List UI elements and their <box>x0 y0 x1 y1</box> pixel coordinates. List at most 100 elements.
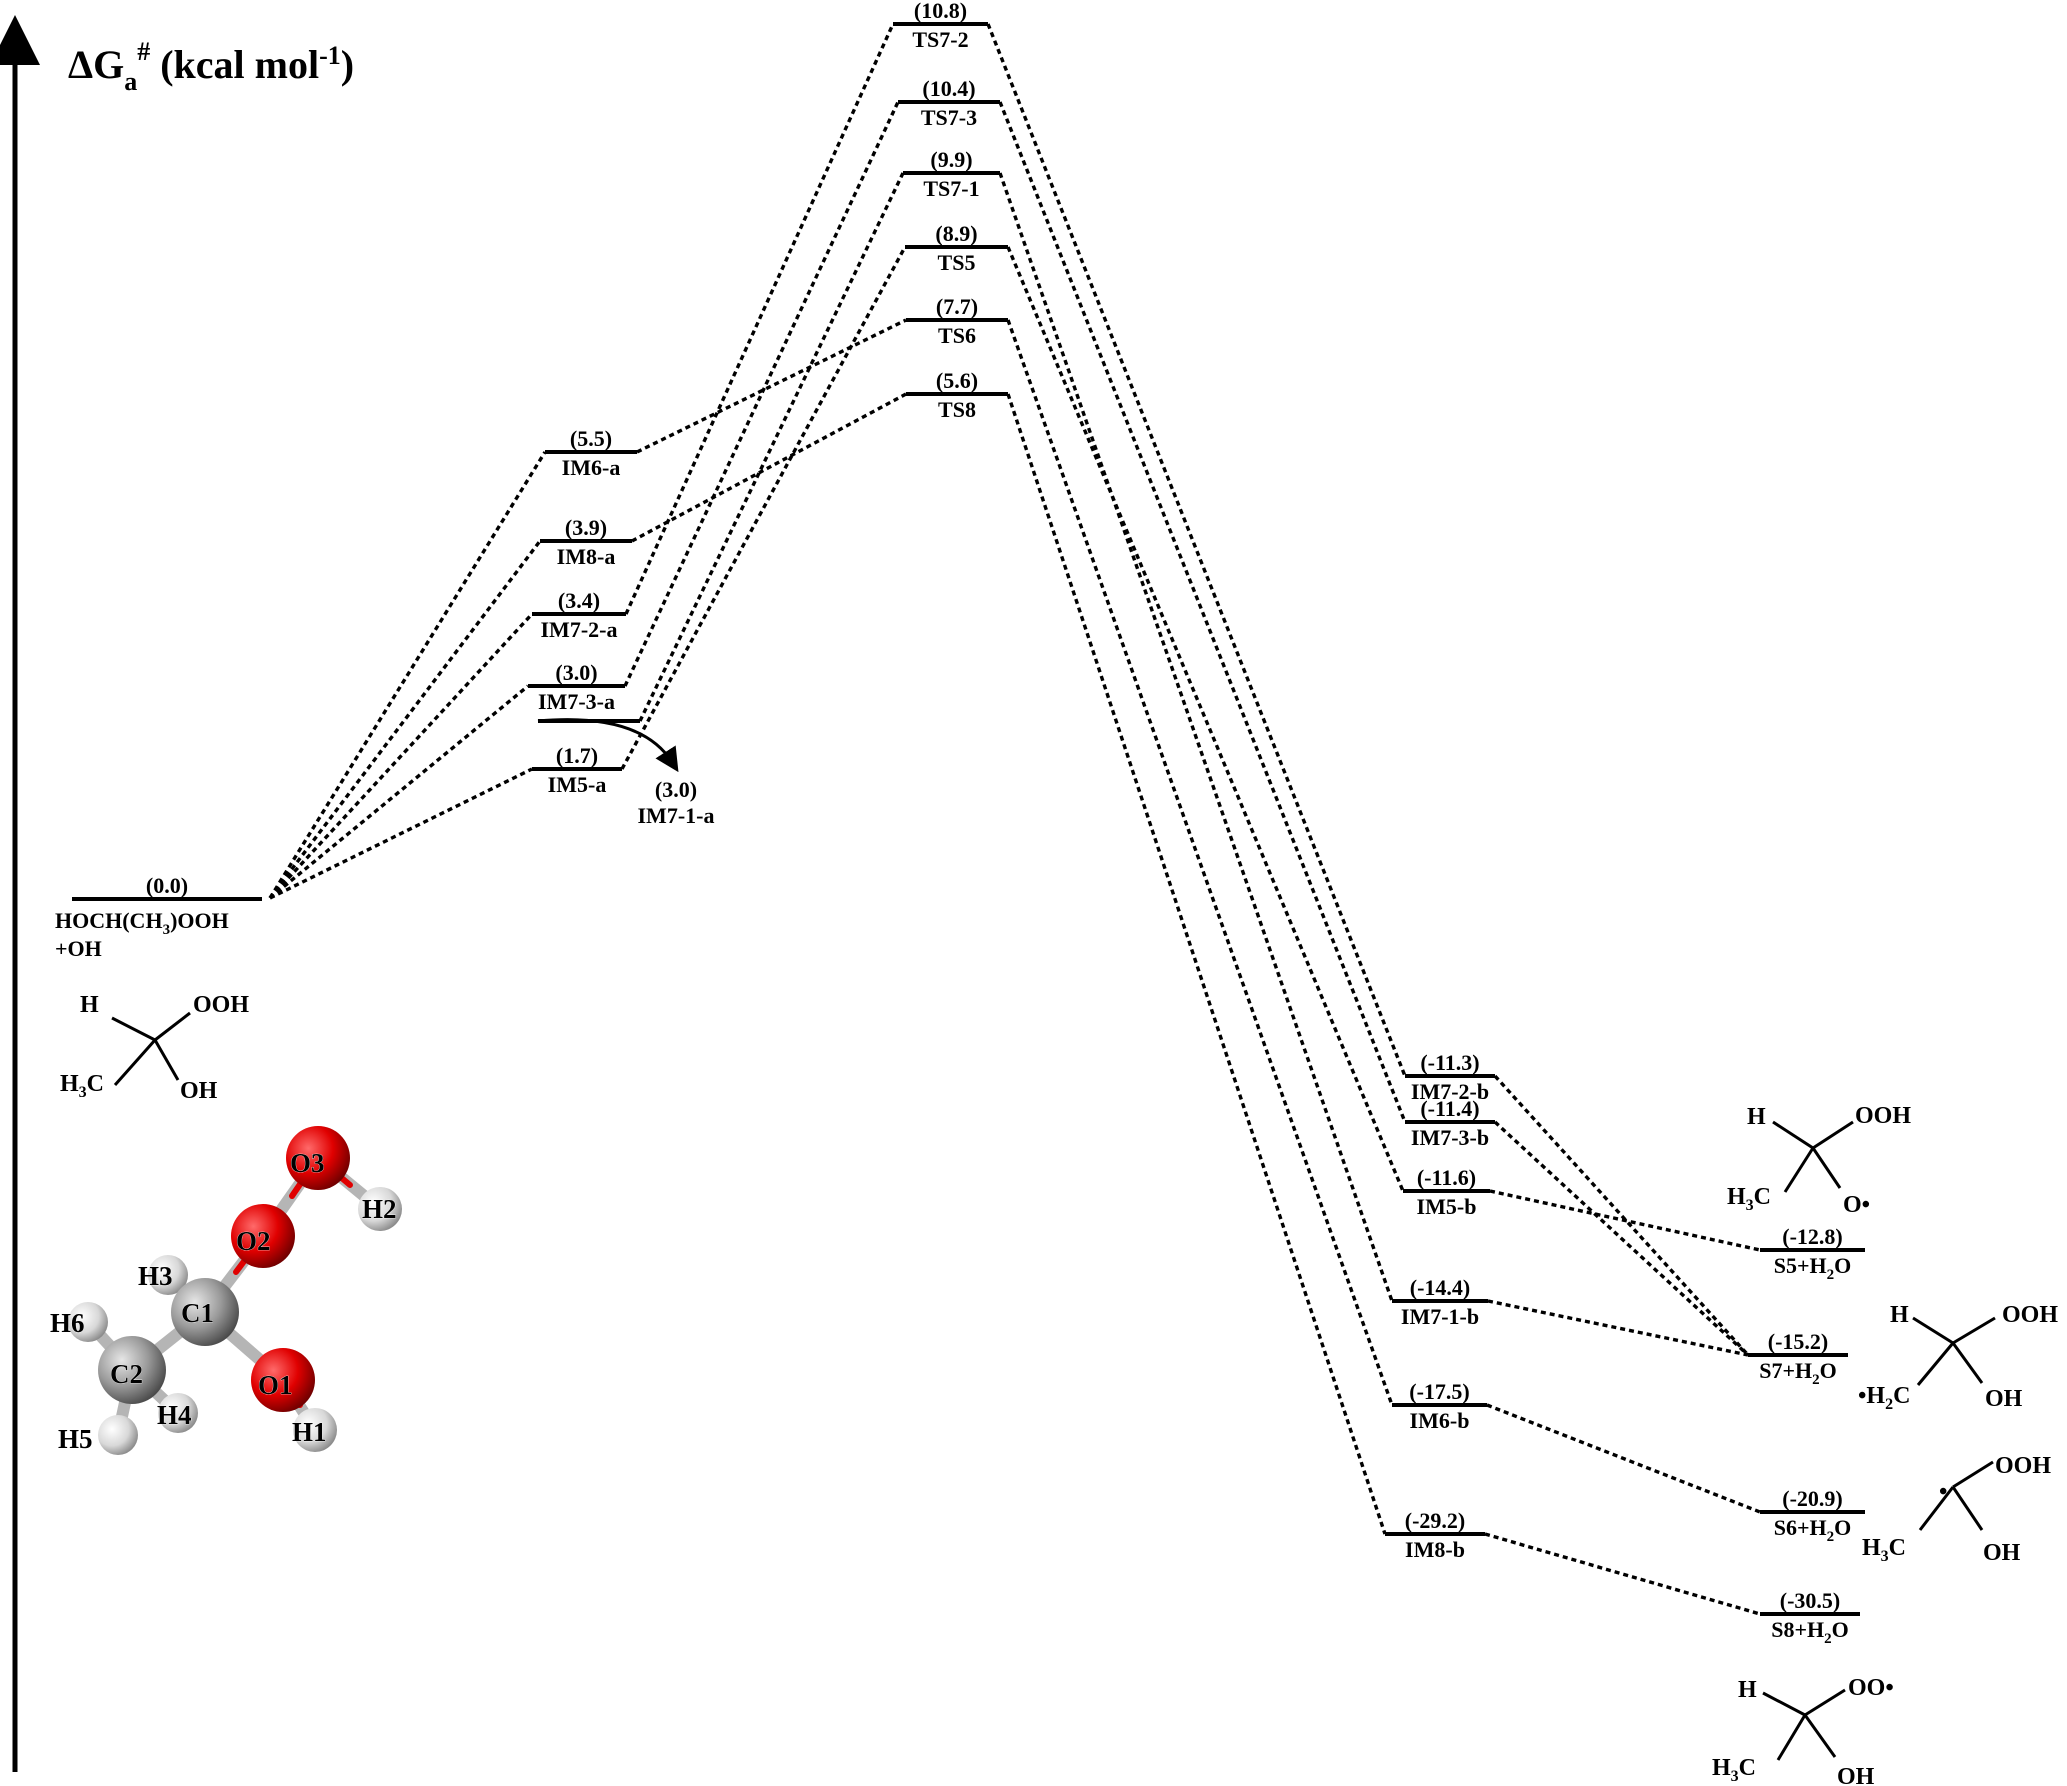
path-IM72a-to-TS72 <box>624 23 895 615</box>
atom-label-o3: O3 <box>290 1148 325 1178</box>
s7-ooh: OOH <box>2002 1302 2058 1328</box>
s8-oo-radical: OO• <box>1848 1675 1894 1701</box>
reactant-h3c: H3C <box>60 1071 104 1101</box>
level-name-im8a: IM8-a <box>557 544 616 569</box>
level-name-im71b: IM7-1-b <box>1401 1304 1479 1329</box>
level-name-im73b: IM7-3-b <box>1411 1125 1489 1150</box>
path-TS5-to-IM5b <box>1006 246 1405 1192</box>
path-IM73a-to-TS73 <box>623 101 900 687</box>
level-value-im73b: (-11.4) <box>1420 1096 1479 1121</box>
level-value-ts6: (7.7) <box>936 294 978 319</box>
s7-oh: OH <box>1985 1386 2023 1412</box>
path-TS8-to-IM8b <box>1006 393 1387 1535</box>
y-axis-label: ΔGa# (kcal mol-1) <box>68 37 354 96</box>
level-name-im5a: IM5-a <box>548 772 607 797</box>
level-value-ts8: (5.6) <box>936 368 978 393</box>
atom-h6 <box>68 1302 108 1342</box>
level-value-r: (0.0) <box>146 873 188 898</box>
level-value-im6a: (5.5) <box>570 426 612 451</box>
level-name-ts73: TS7-3 <box>921 105 977 130</box>
reaction-paths <box>268 23 1761 1616</box>
path-IM72b-to-S7 <box>1493 1074 1750 1357</box>
atom-label-h5: H5 <box>58 1424 93 1454</box>
atom-label-c1: C1 <box>181 1298 214 1328</box>
path-R-to-IM72a <box>268 612 534 900</box>
s5-o-radical: O• <box>1843 1192 1870 1218</box>
level-name-s5: S5+H2O <box>1774 1253 1852 1283</box>
level-name-s7: S7+H2O <box>1759 1358 1837 1388</box>
path-TS73-to-IM73b <box>998 101 1407 1123</box>
level-value-im6b: (-17.5) <box>1409 1379 1469 1404</box>
reactant-structure: H OOH H3C OH <box>60 992 249 1104</box>
level-name-im71a: IM7-1-a <box>638 803 715 828</box>
s7-structure: H OOH •H2C OH <box>1858 1302 2058 1413</box>
atom-c2 <box>98 1336 166 1404</box>
path-IM71b-to-S7 <box>1487 1299 1749 1357</box>
path-IM6a-to-TS6 <box>636 318 907 454</box>
level-name-im72a: IM7-2-a <box>541 617 618 642</box>
level-name-ts72: TS7-2 <box>912 27 968 52</box>
atom-h5 <box>98 1415 138 1455</box>
atom-h1 <box>293 1408 337 1452</box>
level-value-im73a: (3.0) <box>555 660 597 685</box>
level-name-im72b: IM7-2-b <box>1411 1079 1489 1104</box>
path-IM5b-to-S5 <box>1489 1189 1761 1252</box>
level-value-s8: (-30.5) <box>1780 1588 1840 1613</box>
path-TS6-to-IM6b <box>1006 319 1394 1406</box>
path-IM73b-to-S7 <box>1493 1120 1750 1357</box>
level-name-s8: S8+H2O <box>1771 1617 1849 1647</box>
level-value-ts73: (10.4) <box>922 76 975 101</box>
path-R-to-IM6a <box>268 451 547 899</box>
level-name-ts8: TS8 <box>938 397 976 422</box>
level-value-im5a: (1.7) <box>556 743 598 768</box>
level-value-im72a: (3.4) <box>558 588 600 613</box>
reactant-oh: OH <box>180 1078 218 1104</box>
level-name-s6: S6+H2O <box>1774 1515 1852 1545</box>
atom-label-h4: H4 <box>157 1400 192 1430</box>
level-value-s7: (-15.2) <box>1768 1329 1828 1354</box>
level-value-im72b: (-11.3) <box>1420 1050 1479 1075</box>
path-TS72-to-IM72b <box>986 23 1407 1077</box>
s6-structure: • OOH H3C OH <box>1862 1453 2051 1566</box>
path-IM8a-to-TS8 <box>631 392 907 543</box>
atom-label-h6: H6 <box>50 1308 85 1338</box>
level-value-s5: (-12.8) <box>1782 1224 1842 1249</box>
s7-h: H <box>1890 1302 1909 1328</box>
level-name-im5b: IM5-b <box>1417 1194 1477 1219</box>
s6-oh: OH <box>1983 1540 2021 1566</box>
level-value-im8a: (3.9) <box>565 515 607 540</box>
s6-radical-dot: • <box>1939 1479 1947 1505</box>
level-name-im8b: IM8-b <box>1405 1537 1465 1562</box>
atom-label-o1: O1 <box>258 1370 293 1400</box>
level-name-reactant-oh: +OH <box>55 936 102 961</box>
atom-h2 <box>358 1187 402 1231</box>
atom-o2 <box>231 1204 295 1268</box>
s5-structure: H OOH H3C O• <box>1727 1103 1911 1218</box>
path-IM5a-to-TS5 <box>620 246 907 770</box>
s6-h3c: H3C <box>1862 1535 1906 1565</box>
atom-label-o2: O2 <box>236 1226 271 1256</box>
level-name-im6a: IM6-a <box>562 455 621 480</box>
atom-label-c2: C2 <box>110 1359 143 1389</box>
atom-h4 <box>158 1393 198 1433</box>
reactant-h: H <box>80 992 99 1018</box>
atom-o1 <box>251 1348 315 1412</box>
level-value-ts71: (9.9) <box>930 147 972 172</box>
atom-c1 <box>171 1278 239 1346</box>
atom-label-h1: H1 <box>292 1417 327 1447</box>
atom-label-h2: H2 <box>362 1194 397 1224</box>
atom-o3 <box>286 1126 350 1190</box>
level-value-im5b: (-11.6) <box>1417 1165 1476 1190</box>
s5-h: H <box>1747 1104 1766 1130</box>
s5-ooh: OOH <box>1855 1103 1911 1129</box>
path-TS71-to-IM71b <box>998 172 1394 1302</box>
level-value-im71b: (-14.4) <box>1410 1275 1470 1300</box>
s8-oh: OH <box>1837 1764 1875 1786</box>
s8-h: H <box>1738 1677 1757 1703</box>
level-value-im8b: (-29.2) <box>1405 1508 1465 1533</box>
molecule-3d-model: O3 H2 O2 H3 C1 H6 C2 O1 H4 H5 H1 <box>50 1126 402 1455</box>
level-value-ts5: (8.9) <box>935 221 977 246</box>
level-name-r: HOCH(CH3)OOH <box>55 908 229 938</box>
path-IM71a-to-TS71 <box>638 172 905 722</box>
